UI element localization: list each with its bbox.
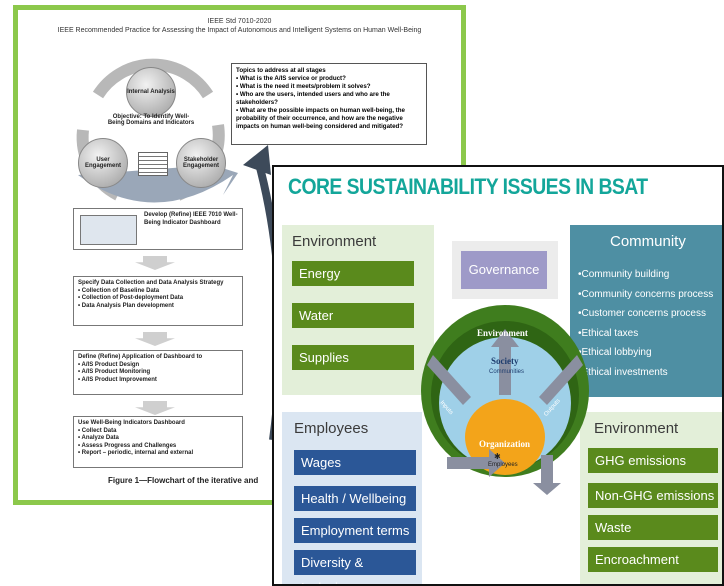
wages-box: Wages [294,450,416,475]
community-panel: Community •Community building •Community… [570,225,722,397]
document-stack-icon [138,152,168,176]
bottom-output-arrow [533,455,561,495]
panel-title: Employees [294,420,369,437]
topic-item: • What are the possible impacts on human… [236,107,405,130]
list-item: •Ethical lobbying [578,347,652,358]
step-item: • Collect Data [78,427,117,434]
figure-caption: Figure 1—Flowchart of the iterative and [108,476,259,485]
ring-environment-label: Environment [477,328,528,338]
non-ghg-emissions-box: Non-GHG emissions [588,483,718,508]
energy-box: Energy [292,261,414,286]
water-box: Water [292,303,414,328]
governance-box: Governance [461,251,547,289]
user-engagement-circle: User Engagement [78,138,128,188]
panel-title: Environment [292,233,377,250]
step-title: Specify Data Collection and Data Analysi… [78,280,224,286]
encroachment-box: Encroachment [588,547,718,572]
internal-analysis-circle: Internal Analysis [126,67,176,117]
step-item: • Collection of Baseline Data [78,287,160,294]
list-item: •Ethical investments [578,366,668,378]
person-icon: ✱ [494,452,501,461]
step-develop-dashboard: Develop (Refine) IEEE 7010 Well-Being In… [73,208,243,250]
stakeholder-engagement-circle: Stakeholder Engagement [176,138,226,188]
bsat-slide: CORE SUSTAINABILITY ISSUES IN BSAT Envir… [272,165,724,586]
topic-item: • Who are the users, intended users and … [236,91,390,106]
organization-label: Organization [479,439,530,449]
step-item: • Assess Progress and Challenges [78,442,177,449]
governance-panel: Governance [452,241,558,299]
step-define-application: Define (Refine) Application of Dashboard… [73,350,243,395]
diversity-inclusion-box: Diversity & Inclusion [294,550,416,584]
panel-title: Environment [594,420,679,437]
employees-panel: Employees Wages Health / Wellbeing Emplo… [282,412,422,584]
panel-title: Community [610,233,686,250]
outputs-arrow [539,355,583,405]
supplies-box: Supplies [292,345,414,370]
employees-label: Employees [488,462,518,468]
community-arrow [491,329,519,395]
environment-outputs-panel: Environment GHG emissions Non-GHG emissi… [580,412,722,584]
step-title: Define (Refine) Application of Dashboard… [78,354,203,360]
health-wellbeing-box: Health / Wellbeing [294,486,416,511]
ieee-header-title: IEEE Recommended Practice for Assessing … [57,27,422,34]
ieee-header-std: IEEE Std 7010-2020 [207,18,272,25]
step-item: • Data Analysis Plan development [78,302,174,309]
step-item: • A/IS Product Monitoring [78,369,151,375]
objective-text: Objective: To Identify Well-Being Domain… [107,114,195,126]
down-arrow [135,256,175,270]
communities-label: Communities [489,369,525,375]
topics-title: Topics to address at all stages [236,67,326,74]
step-specify-data: Specify Data Collection and Data Analysi… [73,276,243,326]
step-item: • Report – periodic, internal and extern… [78,450,194,456]
list-item: •Ethical taxes [578,327,639,339]
list-item: •Customer concerns process [578,308,706,319]
organization-circle [465,399,545,475]
down-arrow [135,332,175,346]
list-item: •Community building [578,269,670,280]
topics-box: Topics to address at all stages • What i… [231,63,427,145]
list-item: •Community concerns process [578,288,714,300]
environment-inputs-panel: Environment Energy Water Supplies [282,225,434,395]
topic-item: • What is the need it meets/problem it s… [236,83,371,90]
employees-arrow [447,449,505,477]
step-use-dashboard: Use Well-Being Indicators Dashboard • Co… [73,416,243,468]
employment-terms-box: Employment terms [294,518,416,543]
step-item: • A/IS Product Improvement [78,376,157,383]
community-list: •Community building •Community concerns … [578,265,713,382]
waste-box: Waste [588,515,718,540]
step-item: • Collection of Post-deployment Data [78,295,184,301]
inputs-arrow [427,355,471,405]
slide-title: CORE SUSTAINABILITY ISSUES IN BSAT [288,174,648,199]
step-title: Develop (Refine) IEEE 7010 Well-Being In… [144,212,238,226]
down-arrow [135,401,175,415]
ring-society-label: Society [491,356,519,366]
ghg-emissions-box: GHG emissions [588,448,718,473]
stakeholder-ring-diagram [421,305,589,495]
topic-item: • What is the A/IS service or product? [236,75,346,82]
step-title: Use Well-Being Indicators Dashboard [78,420,185,426]
step-item: • Analyze Data [78,435,119,441]
step-item: • A/IS Product Design [78,361,140,368]
dashboard-icon [80,215,137,245]
